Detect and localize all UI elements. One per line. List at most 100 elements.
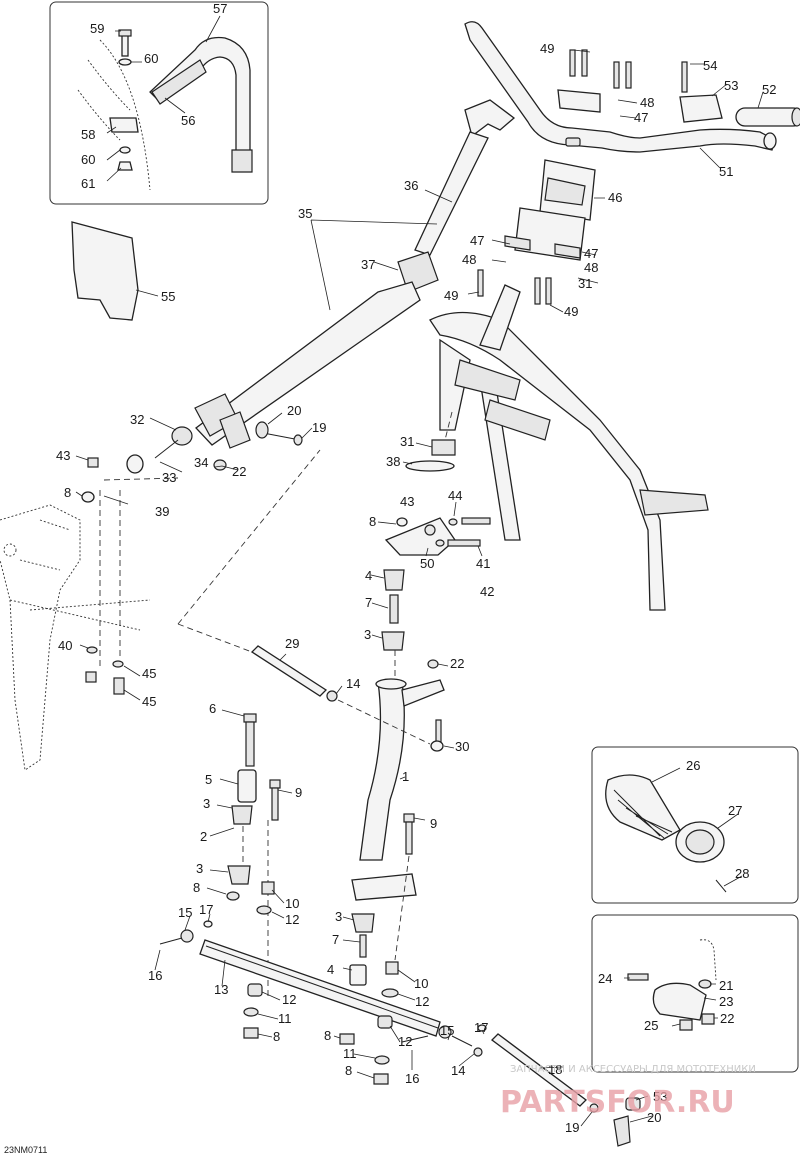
callout-38: 38 bbox=[386, 454, 400, 469]
callout-15: 15 bbox=[440, 1023, 454, 1038]
callout-47: 47 bbox=[584, 246, 598, 261]
fasteners-39 bbox=[75, 455, 141, 701]
inset-knuckle-detail bbox=[591, 914, 799, 1073]
callout-4: 4 bbox=[327, 962, 334, 977]
callout-35: 35 bbox=[298, 206, 312, 221]
callout-13: 13 bbox=[214, 982, 228, 997]
callout-22: 22 bbox=[720, 1011, 734, 1026]
callout-28: 28 bbox=[735, 866, 749, 881]
callout-10: 10 bbox=[285, 896, 299, 911]
tie-rod-18 bbox=[491, 1033, 653, 1147]
callout-20: 20 bbox=[287, 403, 301, 418]
lower-bushings bbox=[206, 865, 416, 1001]
callout-36: 36 bbox=[404, 178, 418, 193]
callout-52: 52 bbox=[762, 82, 776, 97]
callout-12: 12 bbox=[398, 1034, 412, 1049]
callout-31: 31 bbox=[578, 276, 592, 291]
callout-30: 30 bbox=[455, 739, 469, 754]
callout-29: 29 bbox=[285, 636, 299, 651]
callout-12: 12 bbox=[285, 912, 299, 927]
callout-11: 11 bbox=[343, 1046, 357, 1061]
callout-39: 39 bbox=[155, 504, 169, 519]
callout-24: 24 bbox=[598, 971, 612, 986]
callout-8: 8 bbox=[64, 485, 71, 500]
callout-46: 46 bbox=[608, 190, 622, 205]
callout-11: 11 bbox=[278, 1011, 292, 1026]
callout-56: 56 bbox=[181, 113, 195, 128]
callout-23: 23 bbox=[719, 994, 733, 1009]
callout-47: 47 bbox=[634, 110, 648, 125]
watermark-logo: PARTSFOR.RU bbox=[500, 1085, 735, 1120]
callout-12: 12 bbox=[415, 994, 429, 1009]
callout-43: 43 bbox=[56, 448, 70, 463]
callout-22: 22 bbox=[232, 464, 246, 479]
callout-42: 42 bbox=[480, 584, 494, 599]
callout-27: 27 bbox=[728, 803, 742, 818]
callout-48: 48 bbox=[584, 260, 598, 275]
callout-16: 16 bbox=[148, 968, 162, 983]
callout-50: 50 bbox=[420, 556, 434, 571]
riser-46 bbox=[467, 159, 605, 313]
callout-48: 48 bbox=[462, 252, 476, 267]
callout-45: 45 bbox=[142, 666, 156, 681]
bolt-9-lower bbox=[394, 813, 426, 961]
callout-41: 41 bbox=[476, 556, 490, 571]
left-stack bbox=[209, 709, 293, 1000]
callout-9: 9 bbox=[295, 785, 302, 800]
bushing-31-38 bbox=[402, 411, 456, 472]
callout-14: 14 bbox=[451, 1063, 465, 1078]
watermark-subtitle: ЗАПЧАСТИ И АКСЕССУАРЫ ДЛЯ МОТОТЕХНИКИ bbox=[510, 1064, 756, 1075]
callout-8: 8 bbox=[193, 880, 200, 895]
callout-15: 15 bbox=[178, 905, 192, 920]
callout-58: 58 bbox=[81, 127, 95, 142]
callout-49: 49 bbox=[564, 304, 578, 319]
callout-33: 33 bbox=[162, 470, 176, 485]
callout-57: 57 bbox=[213, 1, 227, 16]
inset-boot-detail bbox=[591, 746, 799, 904]
callout-53: 53 bbox=[724, 78, 738, 93]
callout-3: 3 bbox=[335, 909, 342, 924]
callout-19: 19 bbox=[312, 420, 326, 435]
callout-40: 40 bbox=[58, 638, 72, 653]
callout-55: 55 bbox=[161, 289, 175, 304]
callout-3: 3 bbox=[203, 796, 210, 811]
left-frame-outline bbox=[0, 477, 179, 771]
callout-49: 49 bbox=[444, 288, 458, 303]
callout-19: 19 bbox=[565, 1120, 579, 1135]
callout-5: 5 bbox=[205, 772, 212, 787]
steering-column bbox=[126, 99, 516, 474]
callout-4: 4 bbox=[365, 568, 372, 583]
callout-14: 14 bbox=[346, 676, 360, 691]
callout-8: 8 bbox=[324, 1028, 331, 1043]
callout-44: 44 bbox=[448, 488, 462, 503]
callout-53: 53 bbox=[653, 1089, 667, 1104]
callout-8: 8 bbox=[273, 1029, 280, 1044]
callout-34: 34 bbox=[194, 455, 208, 470]
callout-51: 51 bbox=[719, 164, 733, 179]
callout-26: 26 bbox=[686, 758, 700, 773]
callout-8: 8 bbox=[345, 1063, 352, 1078]
callout-18: 18 bbox=[548, 1062, 562, 1077]
callout-7: 7 bbox=[332, 932, 339, 947]
callout-17: 17 bbox=[474, 1020, 488, 1035]
callout-45: 45 bbox=[142, 694, 156, 709]
inset-grip-detail bbox=[49, 1, 269, 205]
callout-16: 16 bbox=[405, 1071, 419, 1086]
tie-rod-29 bbox=[177, 449, 431, 745]
vehicle-frame bbox=[429, 284, 709, 611]
bracket-50 bbox=[377, 501, 491, 557]
callout-43: 43 bbox=[400, 494, 414, 509]
callout-47: 47 bbox=[470, 233, 484, 248]
callout-3: 3 bbox=[196, 861, 203, 876]
bottom-fasteners bbox=[243, 983, 401, 1085]
callout-10: 10 bbox=[414, 976, 428, 991]
spindle-1 bbox=[351, 569, 455, 901]
lower-arm-13 bbox=[154, 913, 487, 1070]
callout-9: 9 bbox=[430, 816, 437, 831]
callout-12: 12 bbox=[282, 992, 296, 1007]
callout-49: 49 bbox=[540, 41, 554, 56]
callout-59: 59 bbox=[90, 21, 104, 36]
callout-31: 31 bbox=[400, 434, 414, 449]
